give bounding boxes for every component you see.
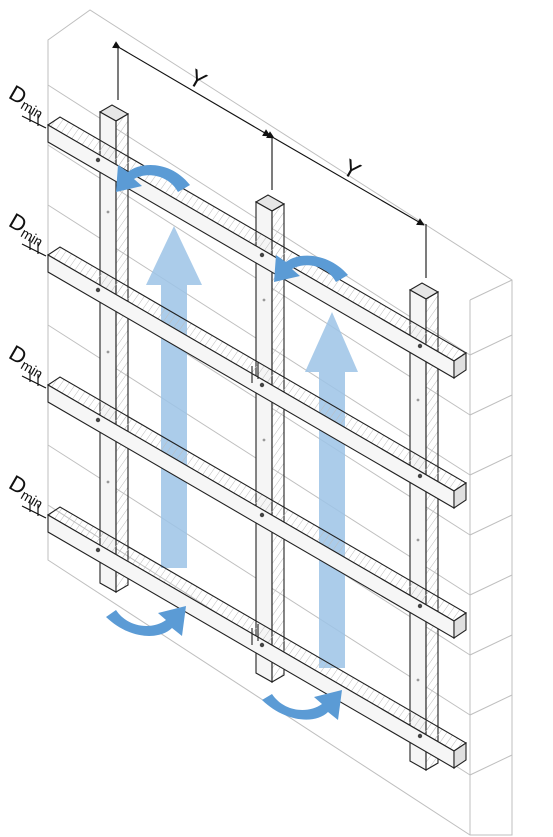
horizontal-batten-1 bbox=[46, 116, 468, 380]
airflow-vertical bbox=[146, 226, 358, 668]
wall-edge bbox=[469, 279, 513, 301]
horizontal-battens bbox=[46, 116, 468, 770]
airflow-curve-top-right bbox=[274, 255, 348, 282]
horizontal-batten-2 bbox=[46, 246, 468, 510]
airflow-up-arrow-left bbox=[146, 226, 202, 568]
fixings bbox=[95, 157, 423, 739]
airflow-up-arrow-right bbox=[305, 312, 358, 668]
gap-ticks bbox=[21, 110, 47, 519]
dimension-line-2 bbox=[266, 131, 425, 226]
gap-label-4: D min bbox=[5, 470, 46, 512]
gap-label-2: D min bbox=[5, 208, 46, 250]
gap-labels: D min D min D min D min bbox=[5, 80, 47, 519]
vertical-batten-3 bbox=[408, 282, 440, 771]
batten-joints bbox=[251, 362, 259, 645]
gap-label-1: D min bbox=[5, 80, 46, 122]
gap-label-3: D min bbox=[5, 340, 46, 382]
dimension-line-1 bbox=[112, 41, 271, 137]
horizontal-batten-4 bbox=[46, 506, 468, 770]
airflow-curve-bottom-right bbox=[262, 690, 342, 720]
airflow-curve-bottom-left bbox=[106, 606, 186, 636]
airflow-curved bbox=[106, 165, 348, 720]
spacing-dimensions bbox=[112, 41, 427, 278]
airflow-curve-top-left bbox=[116, 165, 190, 192]
horizontal-batten-3 bbox=[46, 376, 468, 640]
